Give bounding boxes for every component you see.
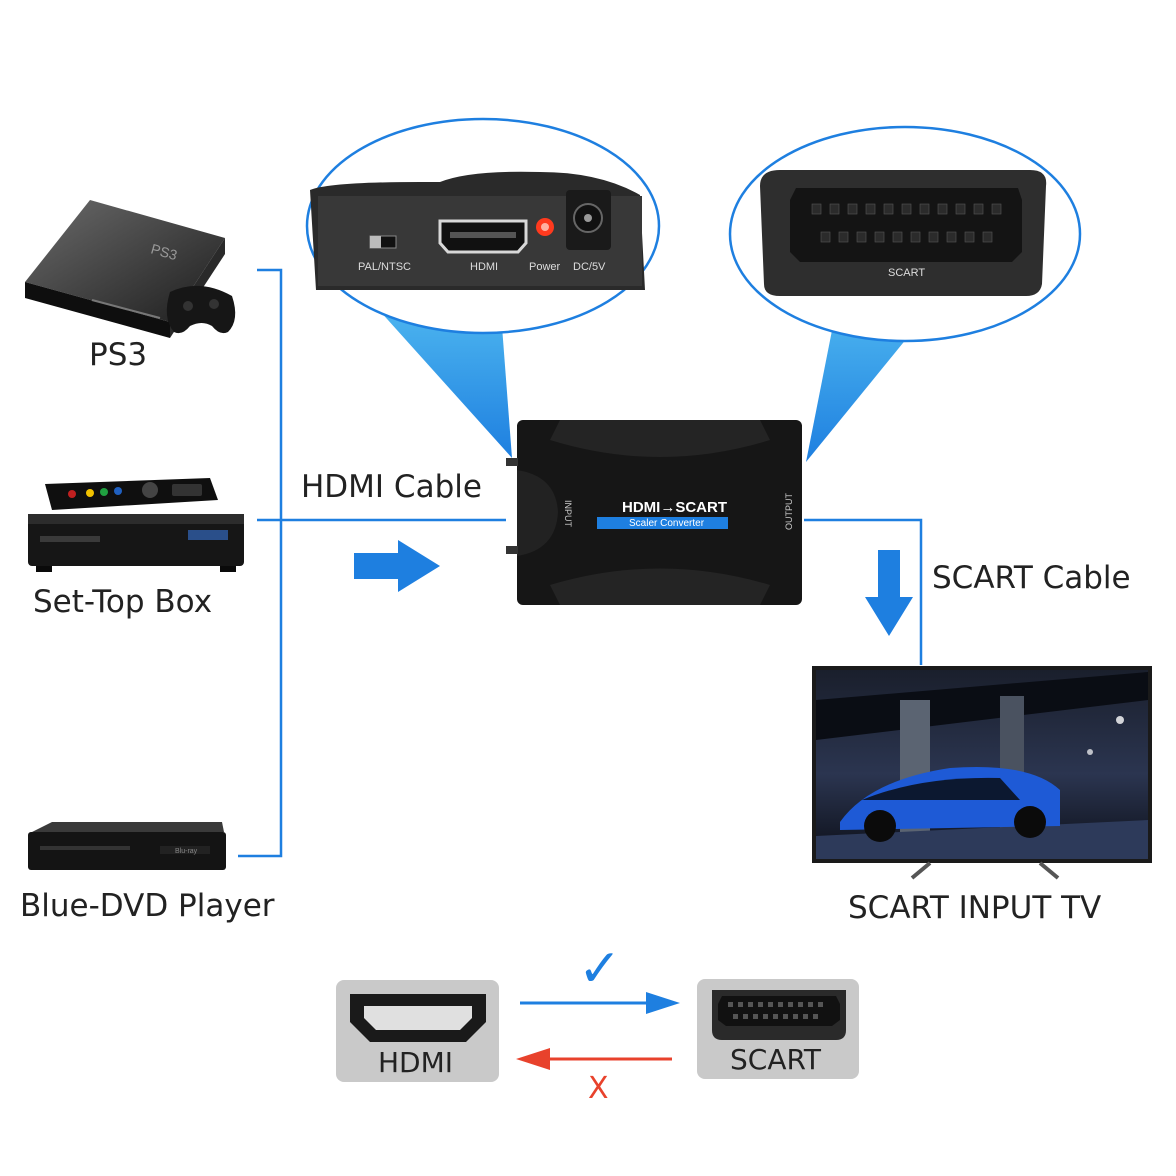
source-bracket <box>238 268 506 858</box>
hdmi-port-label: HDMI <box>470 261 498 273</box>
svg-text:Blu-ray: Blu-ray <box>175 848 198 855</box>
scart-cable-line <box>804 518 923 665</box>
dvd-player-image: Blu-ray <box>28 822 226 870</box>
converter-title: HDMI→SCART <box>622 499 727 516</box>
legend-hdmi-label: HDMI <box>378 1046 453 1079</box>
converter-output-label: OUTPUT <box>784 493 794 531</box>
settop-box-image <box>28 478 244 572</box>
scart-cable-label: SCART Cable <box>932 560 1131 596</box>
legend-reverse-arrow <box>516 1048 672 1070</box>
tv-image <box>812 666 1152 880</box>
dc-label: DC/5V <box>573 261 606 273</box>
down-arrow-icon <box>865 550 913 636</box>
legend-scart-label: SCART <box>730 1043 822 1076</box>
scart-port-callout: SCART <box>728 125 1082 462</box>
settop-box-label: Set-Top Box <box>33 584 213 620</box>
legend-scart-card: SCART <box>697 979 859 1079</box>
tv-label: SCART INPUT TV <box>848 890 1102 926</box>
power-label: Power <box>529 261 561 273</box>
hdmi-port-callout: PAL/NTSC HDMI Power DC/5V <box>305 117 661 458</box>
legend-forward-arrow <box>520 992 680 1014</box>
dvd-player-label: Blue-DVD Player <box>20 888 275 924</box>
hdmi-cable-label: HDMI Cable <box>301 469 482 505</box>
converter-subtitle: Scaler Converter <box>629 518 705 529</box>
converter-input-label: INPUT <box>563 500 573 528</box>
svg-text:PS3: PS3 <box>149 241 179 264</box>
scart-port-label: SCART <box>888 267 925 279</box>
right-arrow-icon <box>354 540 440 592</box>
pal-ntsc-label: PAL/NTSC <box>358 261 411 273</box>
ps3-label: PS3 <box>89 337 148 373</box>
converter-device: HDMI→SCART Scaler Converter INPUT OUTPUT <box>506 420 802 605</box>
ps3-console-image: PS3 <box>25 200 236 338</box>
legend-hdmi-card: HDMI <box>336 980 499 1082</box>
check-icon: ✓ <box>578 939 622 999</box>
cross-icon: X <box>588 1071 609 1106</box>
